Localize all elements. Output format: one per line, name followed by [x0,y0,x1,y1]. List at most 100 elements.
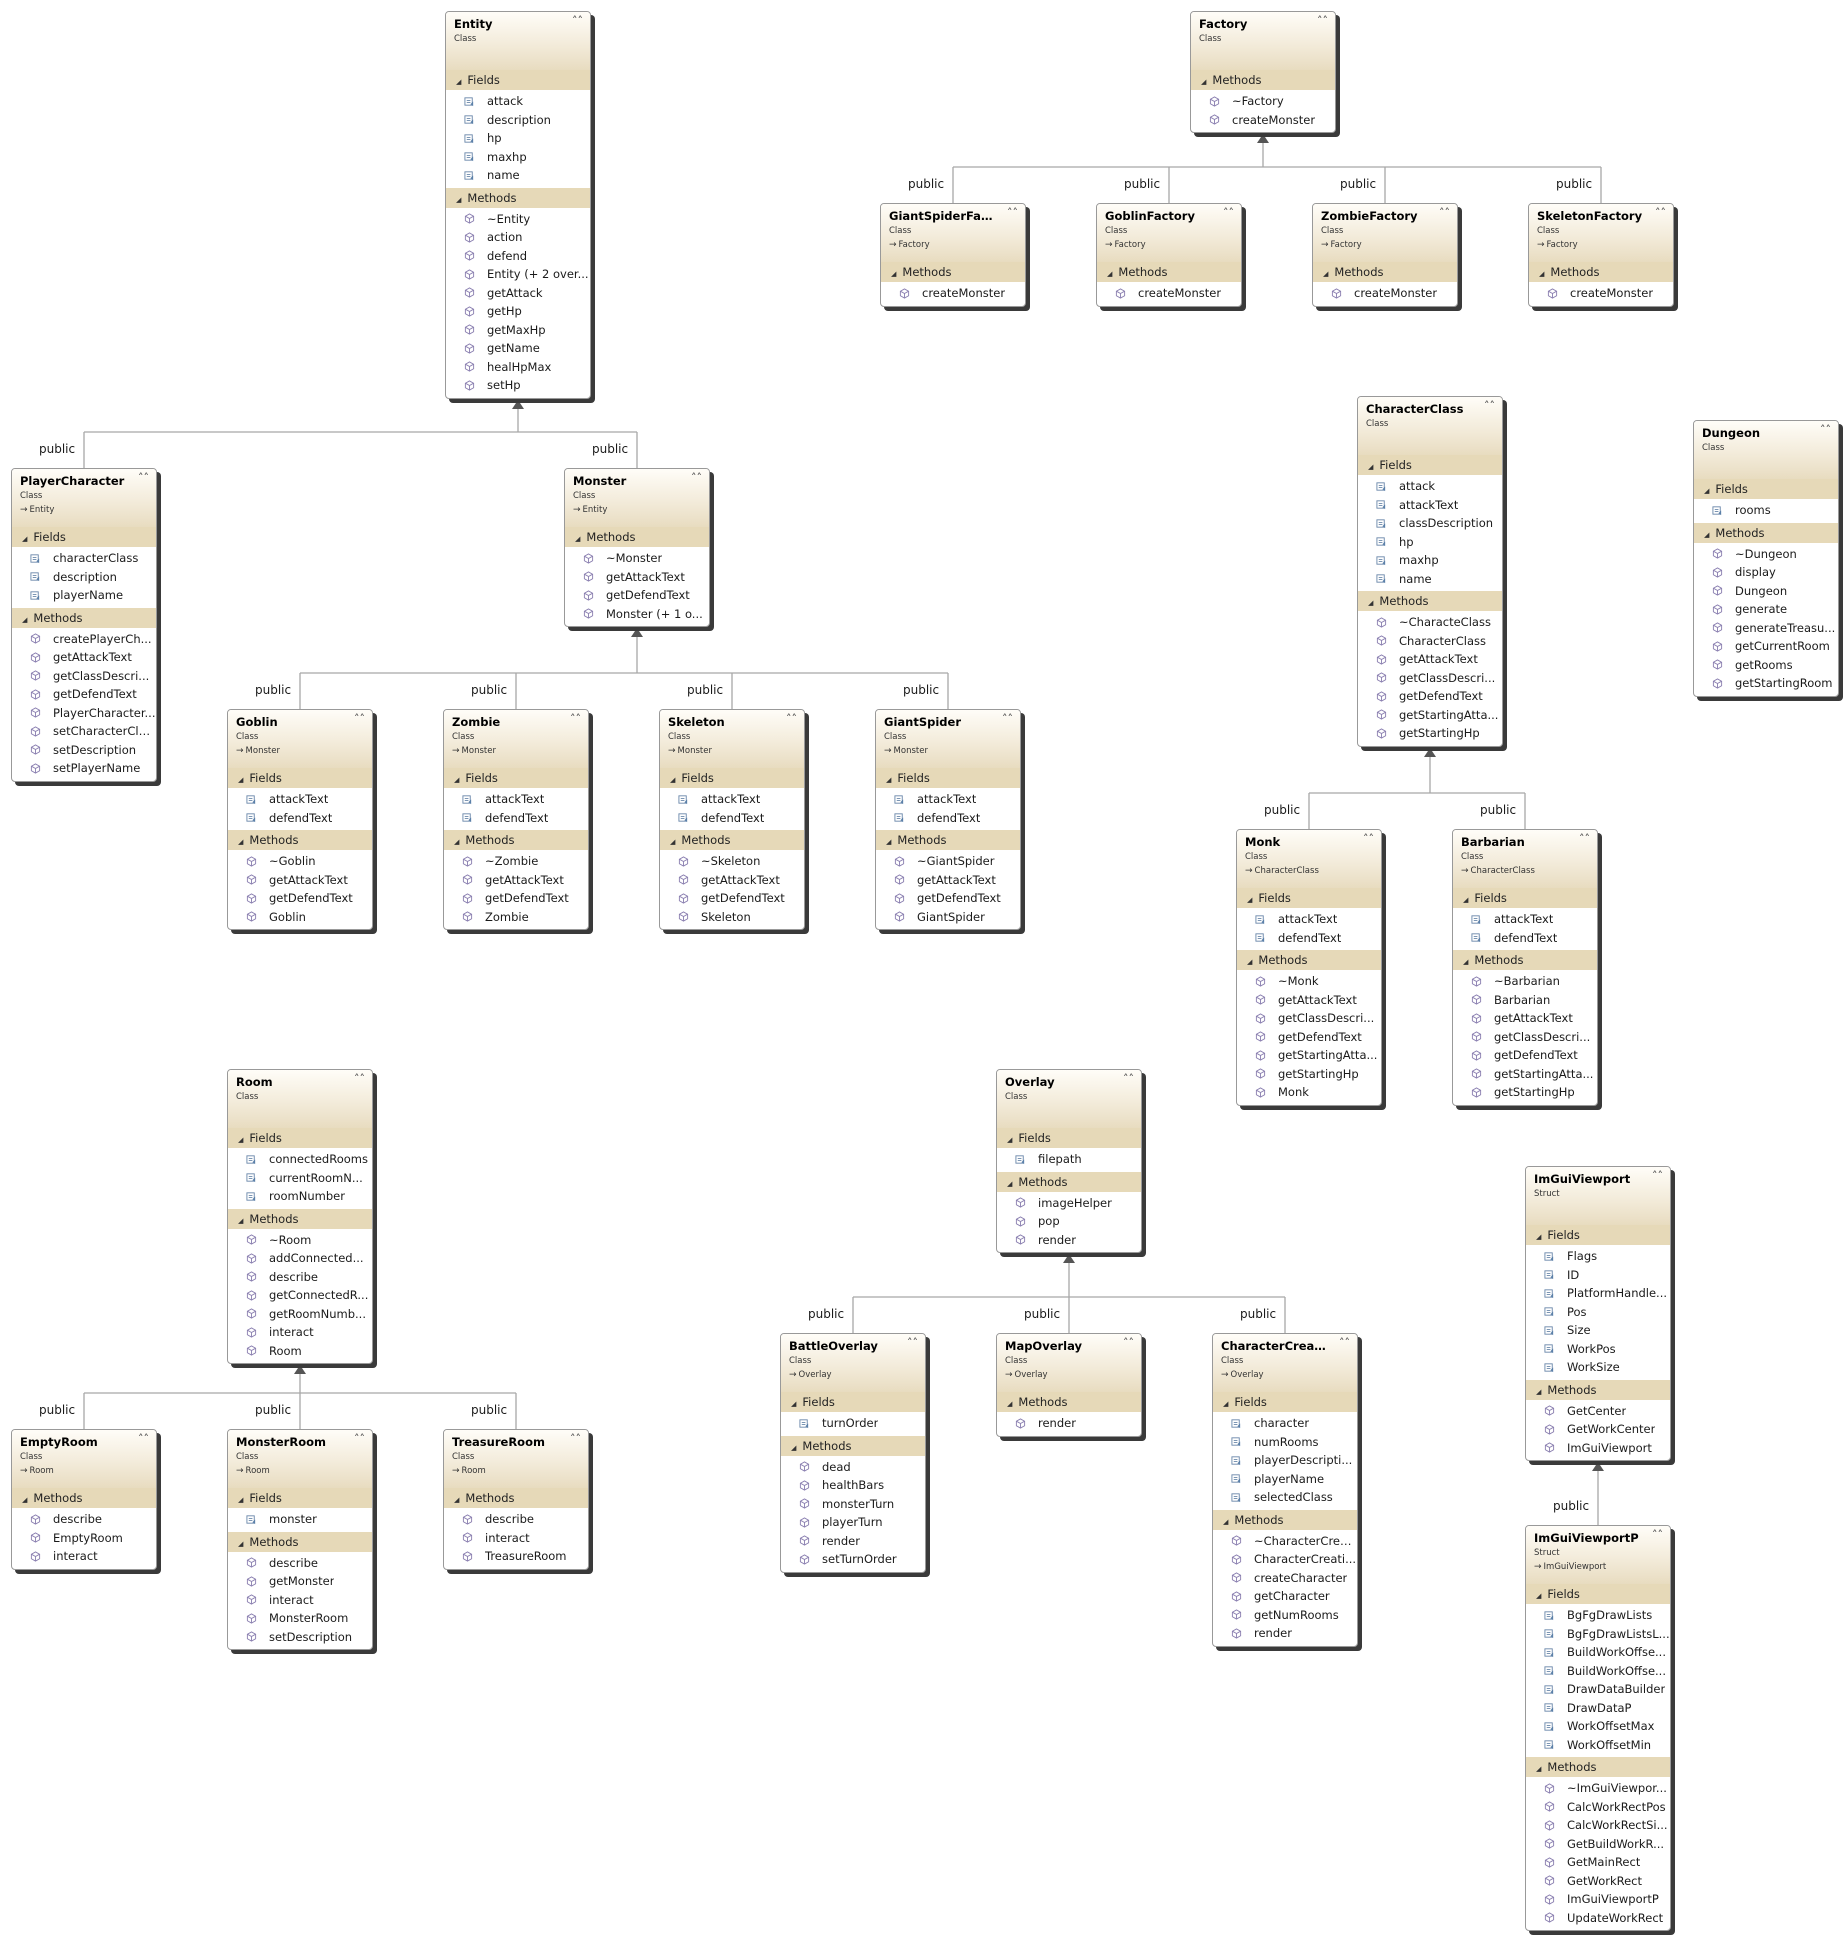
field-item[interactable]: roomNumber [228,1187,372,1206]
method-item[interactable]: ~Barbarian [1453,972,1597,991]
expand-triangle-icon[interactable]: ◢ [575,535,581,543]
fields-section-header[interactable]: ◢Fields [1526,1225,1670,1245]
fields-section-header[interactable]: ◢Fields [660,768,804,788]
method-item[interactable]: GetMainRect [1526,1853,1670,1872]
field-item[interactable]: attackText [1453,910,1597,929]
methods-section-header[interactable]: ◢Methods [660,830,804,850]
collapse-chevron-icon[interactable]: ˄˄ [1363,832,1374,845]
collapse-chevron-icon[interactable]: ˄˄ [572,14,583,27]
methods-section-header[interactable]: ◢Methods [1191,70,1335,90]
method-item[interactable]: ~CharacterCrea... [1213,1532,1357,1551]
method-item[interactable]: describe [444,1510,588,1529]
collapse-chevron-icon[interactable]: ˄˄ [354,1432,365,1445]
collapse-chevron-icon[interactable]: ˄˄ [570,1432,581,1445]
method-item[interactable]: getAttackText [1237,991,1381,1010]
collapse-chevron-icon[interactable]: ˄˄ [1655,206,1666,219]
method-item[interactable]: getRoomNumb... [228,1305,372,1324]
methods-section-header[interactable]: ◢Methods [444,830,588,850]
collapse-chevron-icon[interactable]: ˄˄ [570,712,581,725]
methods-section-header[interactable]: ◢Methods [1526,1757,1670,1777]
method-item[interactable]: interact [228,1591,372,1610]
fields-section-header[interactable]: ◢Fields [446,70,590,90]
method-item[interactable]: GetWorkRect [1526,1872,1670,1891]
method-item[interactable]: CalcWorkRectSi... [1526,1816,1670,1835]
collapse-chevron-icon[interactable]: ˄˄ [786,712,797,725]
method-item[interactable]: Room [228,1342,372,1361]
expand-triangle-icon[interactable]: ◢ [1201,78,1207,86]
field-item[interactable]: PlatformHandle... [1526,1284,1670,1303]
method-item[interactable]: Zombie [444,908,588,927]
expand-triangle-icon[interactable]: ◢ [238,776,244,784]
methods-section-header[interactable]: ◢Methods [1694,522,1838,543]
method-item[interactable]: display [1694,563,1838,582]
method-item[interactable]: getDefendText [660,889,804,908]
fields-section-header[interactable]: ◢Fields [1694,479,1838,499]
field-item[interactable]: selectedClass [1213,1488,1357,1507]
collapse-chevron-icon[interactable]: ˄˄ [1652,1169,1663,1182]
fields-section-header[interactable]: ◢Fields [12,527,156,547]
collapse-chevron-icon[interactable]: ˄˄ [1820,423,1831,436]
methods-section-header[interactable]: ◢Methods [1213,1509,1357,1530]
method-item[interactable]: getStartingHp [1237,1065,1381,1084]
method-item[interactable]: getClassDescri... [1358,669,1502,688]
method-item[interactable]: setHp [446,376,590,395]
methods-section-header[interactable]: ◢Methods [228,830,372,850]
method-item[interactable]: ~Factory [1191,92,1335,111]
method-item[interactable]: playerTurn [781,1513,925,1532]
method-item[interactable]: render [997,1231,1141,1250]
methods-section-header[interactable]: ◢Methods [997,1392,1141,1412]
method-item[interactable]: render [1213,1624,1357,1643]
collapse-chevron-icon[interactable]: ˄˄ [354,712,365,725]
methods-section-header[interactable]: ◢Methods [444,1488,588,1508]
fields-section-header[interactable]: ◢Fields [1453,888,1597,908]
method-item[interactable]: getDefendText [228,889,372,908]
method-item[interactable]: getAttackText [228,871,372,890]
method-item[interactable]: interact [228,1323,372,1342]
method-item[interactable]: GetCenter [1526,1402,1670,1421]
expand-triangle-icon[interactable]: ◢ [238,1216,244,1225]
method-item[interactable]: getCurrentRoom [1694,637,1838,656]
methods-section-header[interactable]: ◢Methods [876,830,1020,850]
field-item[interactable]: playerName [12,586,156,605]
field-item[interactable]: maxhp [1358,551,1502,570]
expand-triangle-icon[interactable]: ◢ [22,1496,28,1504]
field-item[interactable]: WorkPos [1526,1340,1670,1359]
method-item[interactable]: getStartingAtta... [1237,1046,1381,1065]
expand-triangle-icon[interactable]: ◢ [1463,896,1469,904]
expand-triangle-icon[interactable]: ◢ [1704,487,1710,495]
field-item[interactable]: Pos [1526,1303,1670,1322]
expand-triangle-icon[interactable]: ◢ [454,838,460,846]
field-item[interactable]: defendText [1453,929,1597,948]
method-item[interactable]: ~Skeleton [660,852,804,871]
method-item[interactable]: defend [446,247,590,266]
fields-section-header[interactable]: ◢Fields [1237,888,1381,908]
fields-section-header[interactable]: ◢Fields [781,1392,925,1412]
method-item[interactable]: PlayerCharacter... [12,704,156,723]
method-item[interactable]: getDefendText [876,889,1020,908]
field-item[interactable]: character [1213,1414,1357,1433]
field-item[interactable]: defendText [876,809,1020,828]
method-item[interactable]: getAttackText [444,871,588,890]
method-item[interactable]: render [781,1532,925,1551]
method-item[interactable]: CharacterCreati... [1213,1550,1357,1569]
